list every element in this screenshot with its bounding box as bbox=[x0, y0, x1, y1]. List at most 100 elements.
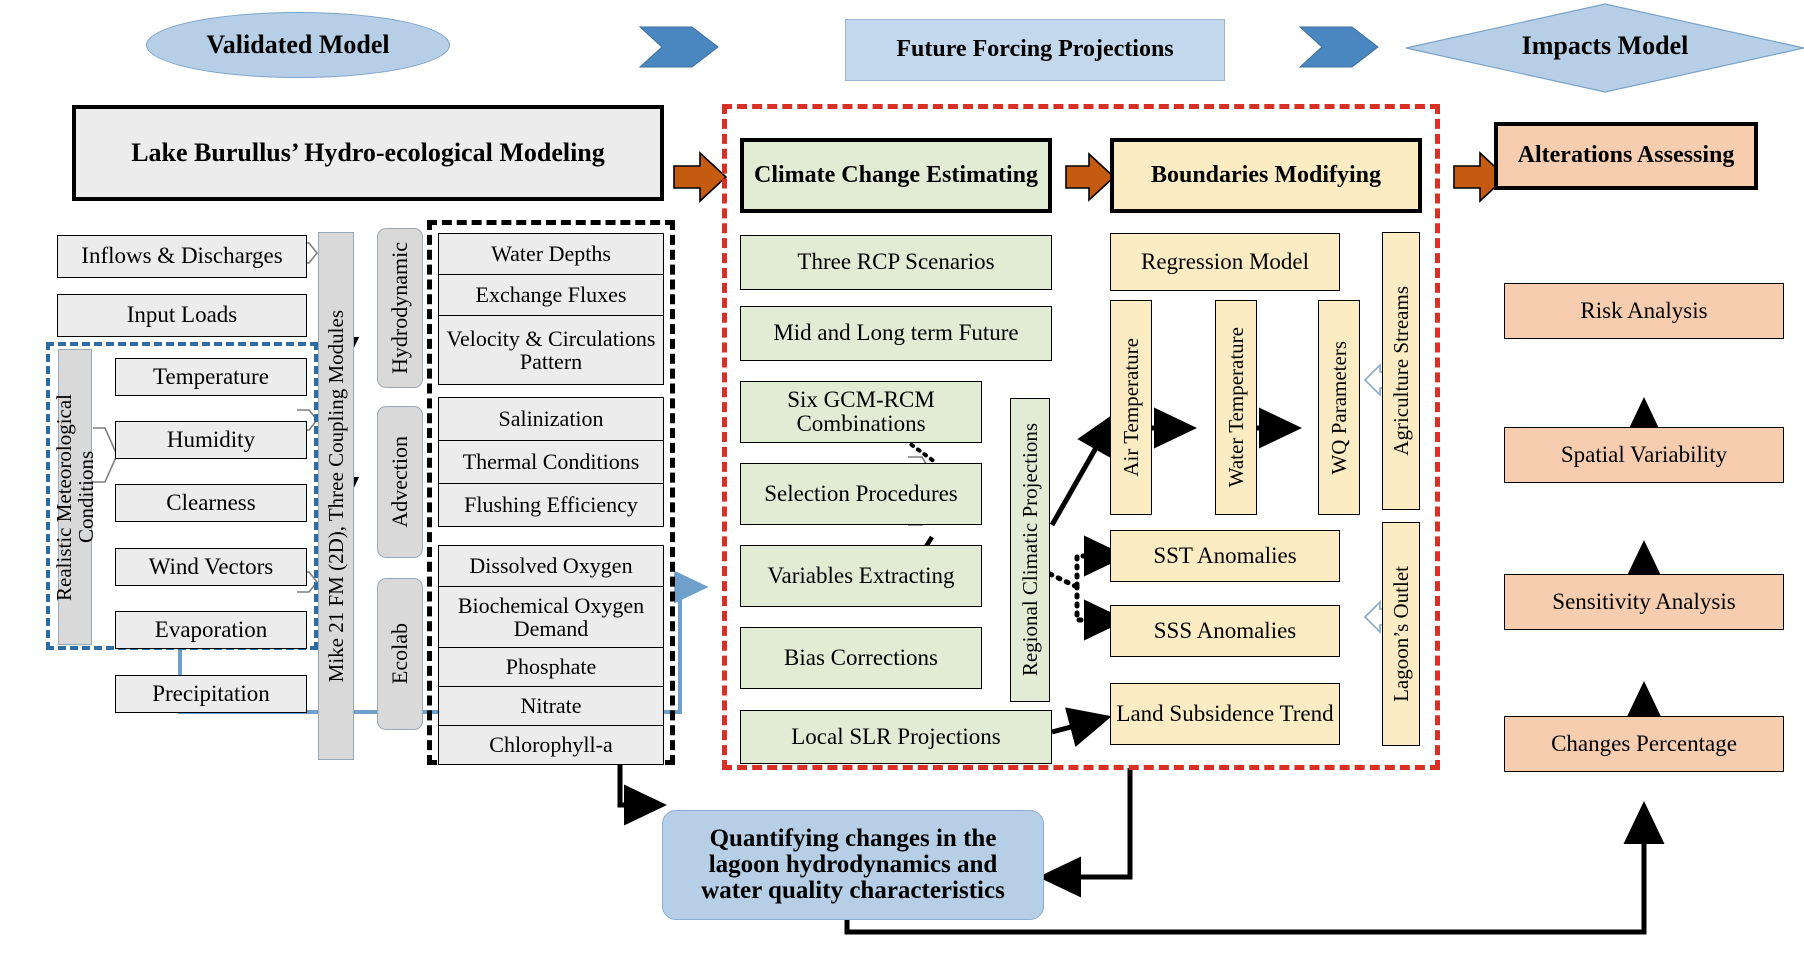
regression-model-label: Regression Model bbox=[1140, 248, 1309, 274]
output-label-g3-2: Phosphate bbox=[505, 654, 597, 680]
input-box-0: Inflows & Discharges bbox=[57, 235, 307, 278]
climate-label-1: Mid and Long term Future bbox=[773, 320, 1019, 346]
regression-model-box: Regression Model bbox=[1110, 233, 1340, 291]
output-label-g3-0: Dissolved Oxygen bbox=[469, 553, 633, 579]
output-box-g1-0: Water Depths bbox=[438, 233, 664, 275]
module-box-1: Advection bbox=[377, 406, 423, 558]
regional-projections-label: Regional Climatic Projections bbox=[1017, 423, 1042, 677]
assessment-label-0: Risk Analysis bbox=[1580, 297, 1708, 323]
output-box-g3-1: Biochemical Oxygen Demand bbox=[438, 586, 664, 648]
met-label-2: Clearness bbox=[166, 489, 256, 515]
climate-item-4: Variables Extracting bbox=[740, 545, 982, 607]
engine-label-box: Mike 21 FM (2D), Three Coupling Modules bbox=[318, 232, 354, 760]
stage1-title: Lake Burullus’ Hydro-ecological Modeling bbox=[131, 138, 605, 168]
climate-label-0: Three RCP Scenarios bbox=[797, 249, 995, 275]
met-box-4: Evaporation bbox=[115, 611, 307, 649]
chevron-2-icon bbox=[1298, 26, 1379, 68]
output-label-g3-3: Nitrate bbox=[520, 693, 582, 719]
met-box-2: Clearness bbox=[115, 484, 307, 522]
module-box-0: Hydrodynamic bbox=[377, 228, 423, 388]
climate-label-4: Variables Extracting bbox=[767, 562, 955, 588]
module-label-0: Hydrodynamic bbox=[387, 242, 413, 374]
output-box-g2-2: Flushing Efficiency bbox=[438, 483, 664, 527]
met-box-1: Humidity bbox=[115, 421, 307, 459]
input-label-0: Inflows & Discharges bbox=[81, 243, 283, 269]
assessment-box-1: Spatial Variability bbox=[1504, 427, 1784, 483]
climate-label-5: Bias Corrections bbox=[784, 644, 938, 670]
output-box-g3-2: Phosphate bbox=[438, 647, 664, 687]
anomaly-label-0: SST Anomalies bbox=[1153, 542, 1297, 568]
side-label-0: Agriculture Streams bbox=[1388, 286, 1413, 456]
output-box-g3-0: Dissolved Oxygen bbox=[438, 545, 664, 587]
output-label-g3-1: Biochemical Oxygen Demand bbox=[457, 592, 645, 641]
stage4-title-box: Alterations Assessing bbox=[1494, 122, 1758, 190]
climate-item-5: Bias Corrections bbox=[740, 627, 982, 689]
assessment-label-3: Changes Percentage bbox=[1551, 730, 1737, 756]
climate-item-0: Three RCP Scenarios bbox=[740, 235, 1052, 290]
assessment-box-3: Changes Percentage bbox=[1504, 716, 1784, 772]
assessment-box-0: Risk Analysis bbox=[1504, 283, 1784, 339]
summary-box: Quantifying changes in the lagoon hydrod… bbox=[662, 810, 1044, 920]
stage3-title: Boundaries Modifying bbox=[1150, 161, 1382, 188]
stage2-title-box: Climate Change Estimating bbox=[740, 138, 1052, 213]
assessment-box-2: Sensitivity Analysis bbox=[1504, 574, 1784, 630]
output-label-g1-1: Exchange Fluxes bbox=[475, 282, 627, 308]
module-label-2: Ecolab bbox=[387, 623, 413, 685]
chain-box-2: WQ Parameters bbox=[1318, 300, 1360, 515]
input-label-1: Input Loads bbox=[126, 302, 238, 328]
chain-label-1: Water Temperature bbox=[1223, 327, 1248, 488]
meteorological-group-label-box: Realistic Meteorological Conditions bbox=[52, 349, 98, 645]
output-box-g1-2: Velocity & Circulations Pattern bbox=[438, 315, 664, 385]
met-label-5: Precipitation bbox=[152, 680, 270, 706]
future-forcing-banner: Future Forcing Projections bbox=[845, 19, 1225, 81]
module-label-1: Advection bbox=[387, 436, 413, 528]
stage1-title-box: Lake Burullus’ Hydro-ecological Modeling bbox=[72, 105, 664, 201]
met-label-3: Wind Vectors bbox=[148, 553, 274, 579]
engine-label: Mike 21 FM (2D), Three Coupling Modules bbox=[323, 309, 348, 683]
chain-label-2: WQ Parameters bbox=[1326, 340, 1351, 475]
climate-label-2: Six GCM-RCM Combinations bbox=[787, 386, 935, 436]
future-forcing-region bbox=[722, 104, 1440, 770]
side-label-1: Lagoon’s Outlet bbox=[1388, 566, 1413, 702]
climate-item-2: Six GCM-RCM Combinations bbox=[740, 381, 982, 443]
climate-label-3: Selection Procedures bbox=[764, 480, 958, 506]
meteorological-group-label: Realistic Meteorological Conditions bbox=[51, 393, 98, 601]
arrow-boundaries-to-summary bbox=[1037, 768, 1133, 898]
output-box-g2-1: Thermal Conditions bbox=[438, 440, 664, 484]
output-label-g1-2: Velocity & Circulations Pattern bbox=[446, 325, 656, 374]
anomaly-label-1: SSS Anomalies bbox=[1153, 617, 1297, 643]
met-label-1: Humidity bbox=[166, 426, 256, 452]
met-box-3: Wind Vectors bbox=[115, 548, 307, 586]
output-box-g3-4: Chlorophyll-a bbox=[438, 725, 664, 765]
anomaly-box-1: SSS Anomalies bbox=[1110, 605, 1340, 657]
validated-model-label: Validated Model bbox=[206, 30, 390, 60]
climate-item-1: Mid and Long term Future bbox=[740, 306, 1052, 361]
anomaly-box-0: SST Anomalies bbox=[1110, 530, 1340, 582]
output-label-g3-4: Chlorophyll-a bbox=[489, 732, 613, 758]
impacts-model-label: Impacts Model bbox=[1521, 31, 1689, 61]
stage2-title: Climate Change Estimating bbox=[754, 161, 1038, 188]
met-label-4: Evaporation bbox=[154, 616, 268, 642]
stage4-title: Alterations Assessing bbox=[1517, 142, 1735, 169]
met-label-0: Temperature bbox=[153, 363, 269, 389]
output-label-g2-1: Thermal Conditions bbox=[462, 449, 640, 475]
future-forcing-label: Future Forcing Projections bbox=[896, 36, 1174, 63]
climate-item-6: Local SLR Projections bbox=[740, 710, 1052, 764]
met-box-0: Temperature bbox=[115, 358, 307, 396]
summary-label: Quantifying changes in the lagoon hydrod… bbox=[701, 824, 1005, 905]
met-box-5: Precipitation bbox=[115, 675, 307, 713]
output-label-g2-2: Flushing Efficiency bbox=[464, 492, 638, 518]
output-label-g2-0: Salinization bbox=[498, 406, 604, 432]
output-box-g1-1: Exchange Fluxes bbox=[438, 274, 664, 316]
chain-box-1: Water Temperature bbox=[1215, 300, 1257, 515]
chevron-1-icon bbox=[638, 26, 719, 68]
stage3-title-box: Boundaries Modifying bbox=[1110, 138, 1422, 213]
chain-label-0: Air Temperature bbox=[1118, 338, 1143, 477]
orange-arrow-1-icon bbox=[673, 151, 728, 203]
regional-projections-box: Regional Climatic Projections bbox=[1010, 398, 1050, 702]
side-label-box-0: Agriculture Streams bbox=[1382, 232, 1420, 510]
output-label-g1-0: Water Depths bbox=[491, 241, 611, 267]
side-label-box-1: Lagoon’s Outlet bbox=[1382, 522, 1420, 746]
impacts-model-label-wrap: Impacts Model bbox=[1406, 26, 1804, 66]
